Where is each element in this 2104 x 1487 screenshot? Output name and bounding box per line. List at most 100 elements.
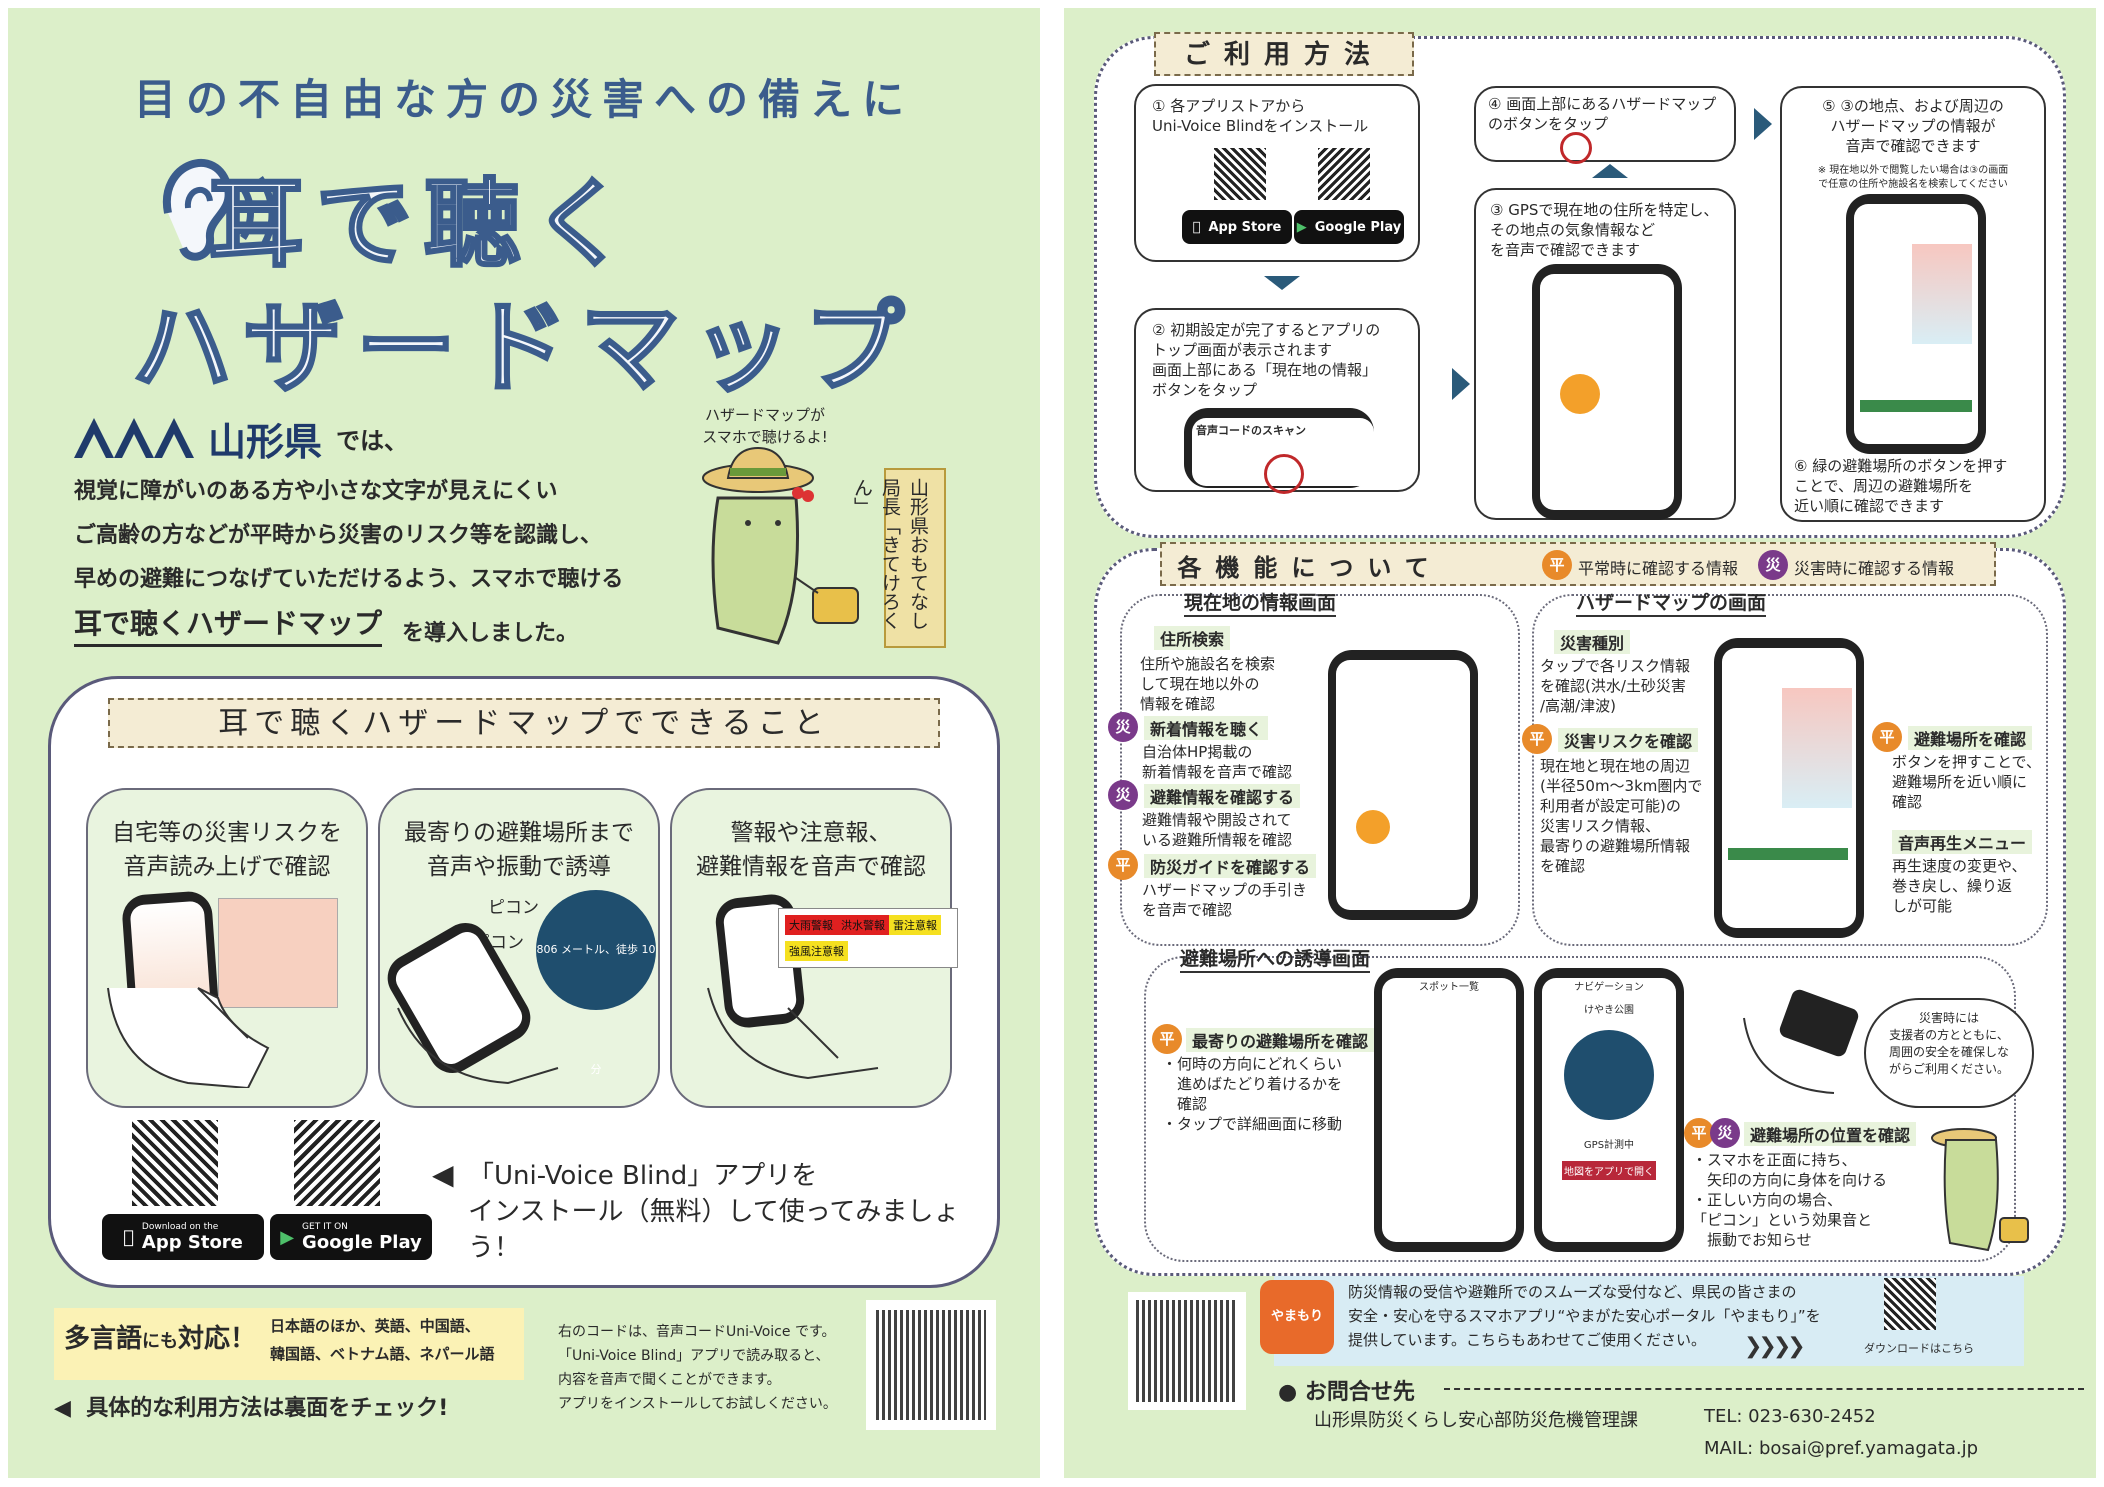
highlight-circle [1560, 132, 1592, 164]
app-store-small: Download on the [136, 1221, 218, 1232]
apple-icon:  [1193, 220, 1201, 235]
yamamori-app-icon[interactable]: やまもり [1260, 1280, 1334, 1354]
contact-tel[interactable]: TEL: 023-630-2452 [1704, 1406, 1876, 1427]
heijo-mark: 平 [1542, 550, 1572, 580]
multilingual-word: 多言語 [64, 1324, 143, 1354]
intro-highlight: 耳で聴くハザードマップ [74, 602, 383, 647]
shelter-button[interactable] [1860, 400, 1972, 412]
front-page: 目の不自由な方の災害への備えに 耳で聴く ハザードマップ 山形県 では、 視覚に… [8, 8, 1040, 1478]
mascot-illustration [702, 446, 859, 645]
playback-text: 再生速度の変更や、 巻き戻し、繰り返 しが可能 [1892, 857, 2027, 915]
gps-status: GPS計測中 [1583, 1140, 1635, 1151]
phone-illustration [1328, 650, 1478, 920]
feature-2-text: 最寄りの避難場所まで 音声や振動で誘導 [404, 820, 634, 880]
disaster-type-label: 災害種別 [1554, 630, 1631, 654]
feature-1-text: 自宅等の災害リスクを 音声読み上げで確認 [112, 820, 342, 880]
download-label: ダウンロードはこちら [1864, 1342, 1974, 1355]
pikon-label-1: ピコン [488, 898, 539, 918]
prefecture-row: 山形県 では、 [74, 408, 408, 468]
warning-badge: 雷注意報 [889, 915, 941, 935]
warning-badge: 洪水警報 [837, 915, 889, 935]
google-play-button[interactable]: ▶Google Play [1294, 210, 1404, 244]
mascot-illustration [1931, 1128, 2029, 1252]
phone-illustration: ナビゲーション けやき公園 GPS計測中 地図をアプリで開く [1534, 968, 1684, 1252]
yamamori-text: 防災情報の受信や避難所でのスムーズな受付など、県民の皆さまの 安全・安心を守るス… [1348, 1283, 1821, 1349]
step-5-note: ※ 現在地以外で閲覧したい場合は③の画面 で任意の住所や施設名を検索してください [1817, 165, 2009, 190]
uni-voice-code[interactable] [1128, 1292, 1246, 1410]
warning-badge: 強風注意報 [785, 941, 848, 961]
heijo-mark: 平 [1152, 1024, 1182, 1054]
contact-department: 山形県防災くらし安心部防災危機管理課 [1314, 1410, 1638, 1431]
guide-label: 防災ガイドを確認する [1144, 854, 1317, 878]
google-play-small: GET IT ON [302, 1221, 348, 1232]
contact-heading-label: お問合せ先 [1304, 1380, 1415, 1405]
pointer-left-icon: ◀ [54, 1396, 87, 1421]
step-5-text: ⑤ ③の地点、および周辺の ハザードマップの情報が 音声で確認できます [1822, 97, 2004, 155]
intro-end: を導入しました。 [402, 621, 579, 646]
intro-text: 視覚に障がいのある方や小さな文字が見えにくい ご高齢の方などが平時から災害のリス… [74, 470, 674, 602]
heijo-mark: 平 [1522, 724, 1552, 754]
contact-heading: ● お問合せ先 [1278, 1374, 1415, 1406]
app-store-label: App Store [136, 1231, 243, 1253]
open-map-button[interactable]: 地図をアプリで開く [1562, 1161, 1656, 1180]
multilingual-heading: 多言語にも対応！ [64, 1318, 256, 1355]
hand-illustration [397, 1007, 559, 1085]
navigation-title: ナビゲーション [1574, 982, 1644, 993]
playback-label: 音声再生メニュー [1892, 830, 2033, 854]
arrow-right-icon [1452, 368, 1470, 400]
warning-badge: 大雨警報 [785, 915, 837, 935]
sun-icon [1356, 810, 1390, 844]
hazard-map-image [1912, 244, 1972, 344]
uni-voice-code[interactable] [866, 1300, 996, 1430]
evac-info-label: 避難情報を確認する [1144, 784, 1301, 808]
multilingual-mid: にも [142, 1331, 179, 1352]
uni-voice-pattern [1136, 1300, 1238, 1402]
shelter-button[interactable] [1728, 848, 1848, 860]
phone-screen [1854, 204, 1978, 444]
multilingual-word2: 対応！ [178, 1324, 257, 1354]
phone-illustration [1714, 638, 1864, 938]
yamamori-qr-code[interactable] [1884, 1278, 1936, 1330]
functions-title: 各機能について [1177, 554, 1443, 582]
shelter-check-text: ボタンを押すことで、 避難場所を近い順に 確認 [1892, 753, 2041, 811]
arrow-right-icon [1754, 108, 1772, 140]
intro-line: 早めの避難につなげていただけるよう、スマホで聴ける [74, 567, 624, 592]
guide-text: ハザードマップの手引き を音声で確認 [1142, 881, 1308, 919]
highlight-circle [1264, 454, 1304, 494]
step-1-text: ① 各アプリストアから Uni-Voice Blindをインストール [1152, 97, 1369, 135]
step-2-text: ② 初期設定が完了するとアプリの トップ画面が表示されます 画面上部にある「現在… [1152, 321, 1381, 399]
guidance-title: 避難場所への誘導画面 [1180, 944, 1371, 973]
google-play-label: Google Play [302, 1231, 422, 1253]
nearest-text: ・何時の方向にどれくらい 進めばたどり着けるかを 確認 ・タップで詳細画面に移動 [1162, 1055, 1343, 1133]
qr-code-appstore[interactable] [132, 1120, 218, 1206]
qr-code[interactable] [1318, 148, 1370, 200]
news-label: 新着情報を聴く [1144, 716, 1269, 740]
arrow-down-icon [1264, 276, 1300, 290]
step-4: ④ 画面上部にあるハザードマップ のボタンをタップ [1474, 86, 1736, 162]
play-icon: ▶ [1296, 219, 1307, 235]
back-page: ご利用方法 ① 各アプリストアから Uni-Voice Blindをインストール… [1064, 8, 2096, 1478]
news-text: 自治体HP掲載の 新着情報を音声で確認 [1142, 743, 1293, 781]
chevrons-icon: ❯❯❯❯ [1744, 1334, 1806, 1359]
app-store-button[interactable]: App Store [1182, 210, 1292, 244]
intro-line: 視覚に障がいのある方や小さな文字が見えにくい [74, 479, 558, 504]
pointer-left-icon: ◀ [432, 1158, 454, 1191]
mascot-bubble: ハザードマップが スマホで聴けるよ! [702, 406, 828, 446]
spot-list-title: スポット一覧 [1419, 982, 1479, 993]
caution-speech-bubble: 災害時には 支援者の方とともに、 周囲の安全を確保しな がらご利用ください。 [1864, 998, 2034, 1108]
title-line-1: 耳で聴く [207, 167, 640, 282]
saigai-mark: 災 [1108, 780, 1138, 810]
qr-code[interactable] [1214, 148, 1266, 200]
phone-illustration [1532, 264, 1682, 520]
check-back-label: 具体的な利用方法は裏面をチェック! [86, 1396, 449, 1421]
features-title: 耳で聴くハザードマップでできること [108, 698, 940, 748]
uni-voice-pattern [876, 1310, 986, 1420]
step-6-text: ⑥ 緑の避難場所のボタンを押す ことで、周辺の避難場所を 近い順に確認できます [1794, 457, 2008, 515]
contact-mail[interactable]: MAIL: bosai@pref.yamagata.jp [1704, 1438, 1979, 1459]
legend-heijo: 平常時に確認する情報 [1578, 559, 1739, 578]
play-icon: ▶ [280, 1226, 295, 1248]
qr-code-googleplay[interactable] [294, 1120, 380, 1206]
intro-last-line: 耳で聴くハザードマップ を導入しました。 [74, 602, 674, 647]
